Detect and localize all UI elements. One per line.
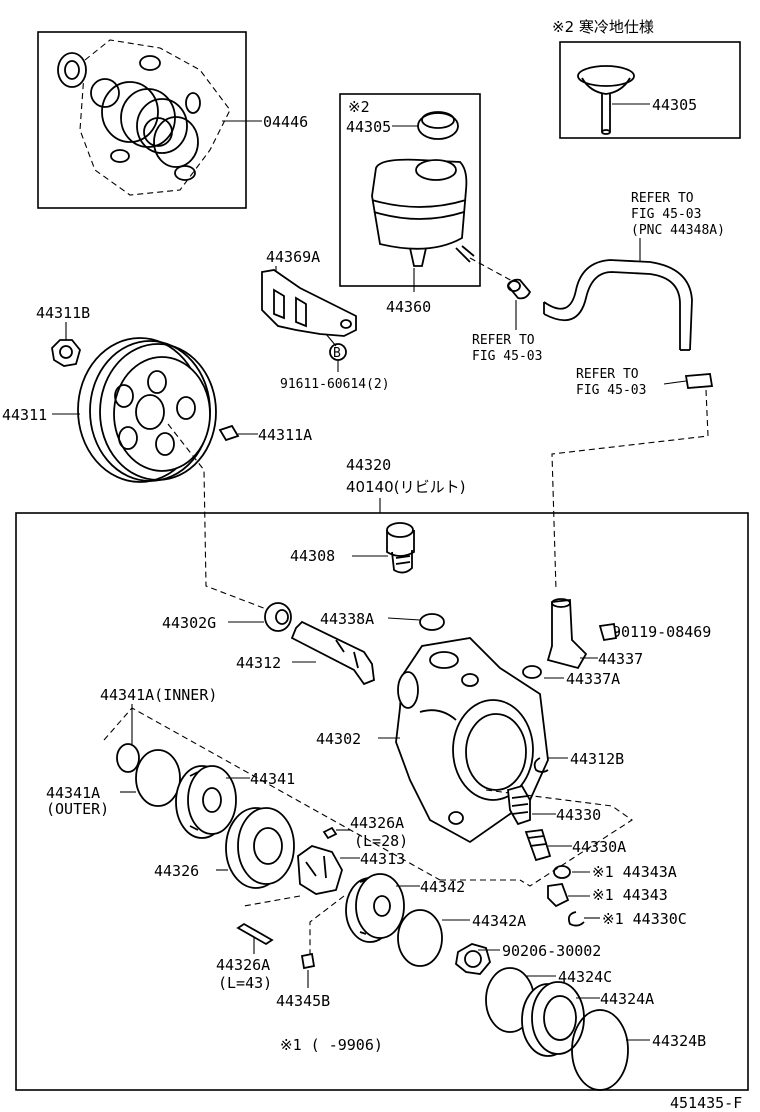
snap-ring-44324B [571, 1009, 629, 1091]
rear-cover-graphic [521, 981, 585, 1057]
label-44337: 44337 [598, 650, 643, 668]
union-fitting-graphic [546, 598, 588, 670]
label-44341A-outer-2: (OUTER) [46, 800, 109, 818]
label-44330A: 44330A [572, 838, 626, 856]
label-44302G: 44302G [162, 614, 216, 632]
label-44312: 44312 [236, 654, 281, 672]
label-44330: 44330 [556, 806, 601, 824]
union-bolt-graphic [598, 622, 618, 642]
label-refer-top-1: REFER TO [631, 191, 694, 206]
gasket-90206 [455, 943, 491, 975]
oil-seal-graphic [264, 602, 292, 632]
label-44311A: 44311A [258, 426, 312, 444]
label-44341A-inner: 44341A(INNER) [100, 686, 217, 704]
bracket-graphic [261, 269, 357, 337]
footnote: ※1 ( -9906) [280, 1036, 383, 1054]
label-91611: 91611-60614(2) [280, 377, 390, 392]
hose-clamp-graphic [506, 278, 532, 300]
label-refer-low-2: FIG 45-03 [576, 383, 646, 398]
label-44345B: 44345B [276, 992, 330, 1010]
label-refer-top-3: (PNC 44348A) [631, 223, 725, 238]
reservoir-box [339, 93, 481, 287]
label-90119: 90119-08469 [612, 623, 711, 641]
label-44308: 44308 [290, 547, 335, 565]
label-44330C: ※1 44330C [602, 910, 687, 928]
o-ring-outer [135, 749, 181, 807]
label-44324B: 44324B [652, 1032, 706, 1050]
o-ring-44343A [553, 865, 571, 879]
label-90206: 90206-30002 [502, 942, 601, 960]
pump-assembly-box [15, 512, 749, 1091]
label-44341A-outer-1: 44341A [46, 784, 100, 802]
label-44342A: 44342A [472, 912, 526, 930]
label-44313: 44313 [360, 850, 405, 868]
label-44369A: 44369A [266, 248, 320, 266]
label-44302: 44302 [316, 730, 361, 748]
label-44341: 44341 [250, 770, 295, 788]
label-44324A: 44324A [600, 990, 654, 1008]
label-40140: 40140(リビルト) [346, 478, 465, 496]
label-44338A: 44338A [320, 610, 374, 628]
pin-44326A-43 [236, 922, 274, 946]
rotor-graphic [297, 845, 343, 895]
label-44320: 44320 [346, 456, 391, 474]
label-44311: 44311 [2, 406, 47, 424]
label-refer-low-1: REFER TO [576, 367, 639, 382]
reservoir-tank-graphic [371, 158, 475, 267]
label-refer-top-2: FIG 45-03 [631, 207, 701, 222]
flow-control-valve-graphic [386, 522, 415, 574]
seal-kit-box [37, 31, 247, 209]
cam-ring-graphic [225, 807, 295, 889]
pulley-graphic [77, 337, 217, 483]
label-circle-b: B [333, 346, 341, 361]
label-44343: ※1 44343 [592, 886, 668, 904]
pulley-nut-graphic [51, 339, 81, 367]
valve-graphic [524, 829, 552, 862]
label-44360: 44360 [386, 298, 431, 316]
label-refer-mid-1: REFER TO [472, 333, 535, 348]
label-44342: 44342 [420, 878, 465, 896]
label-44326A-43-2: (L=43) [218, 974, 272, 992]
label-44305: 44305 [346, 118, 391, 136]
label-mark2: ※2 [348, 98, 370, 116]
o-ring-44338A [419, 613, 445, 631]
pin-44345B [300, 952, 316, 970]
front-plate-graphic [175, 765, 237, 839]
reservoir-cap-graphic [417, 111, 459, 140]
hose-clamp-lower-graphic [684, 373, 714, 389]
o-ring-44342A [397, 909, 443, 967]
label-44324C: 44324C [558, 968, 612, 986]
figure-id: 451435-F [670, 1094, 742, 1112]
pin-44326A-28 [322, 826, 338, 840]
label-refer-mid-2: FIG 45-03 [472, 349, 542, 364]
label-44311B: 44311B [36, 304, 90, 322]
label-44337A: 44337A [566, 670, 620, 688]
cold-spec-cap-graphic [577, 65, 635, 135]
return-hose-graphic [543, 259, 693, 351]
valve-spring-graphic [507, 784, 531, 826]
label-44312B: 44312B [570, 750, 624, 768]
label-cold-spec: ※2 寒冷地仕様 [552, 18, 654, 36]
snap-ring-44330C [567, 911, 585, 927]
label-44305-cold: 44305 [652, 96, 697, 114]
label-44326A-43-1: 44326A [216, 956, 270, 974]
rear-plate-graphic [345, 873, 405, 943]
label-44343A: ※1 44343A [592, 863, 677, 881]
label-04446: 04446 [263, 113, 308, 131]
label-44326A-28-2: (L=28) [354, 832, 408, 850]
plug-44343-graphic [547, 883, 570, 908]
snap-ring-44312B [533, 757, 549, 773]
cold-spec-box [559, 41, 741, 139]
gasket-kit-graphic [57, 39, 231, 196]
label-44326A-28-1: 44326A [350, 814, 404, 832]
gasket-44337A [522, 665, 542, 679]
pulley-key-graphic [218, 424, 240, 442]
o-ring-inner [116, 743, 140, 773]
label-44326: 44326 [154, 862, 199, 880]
shaft-graphic [290, 620, 375, 686]
